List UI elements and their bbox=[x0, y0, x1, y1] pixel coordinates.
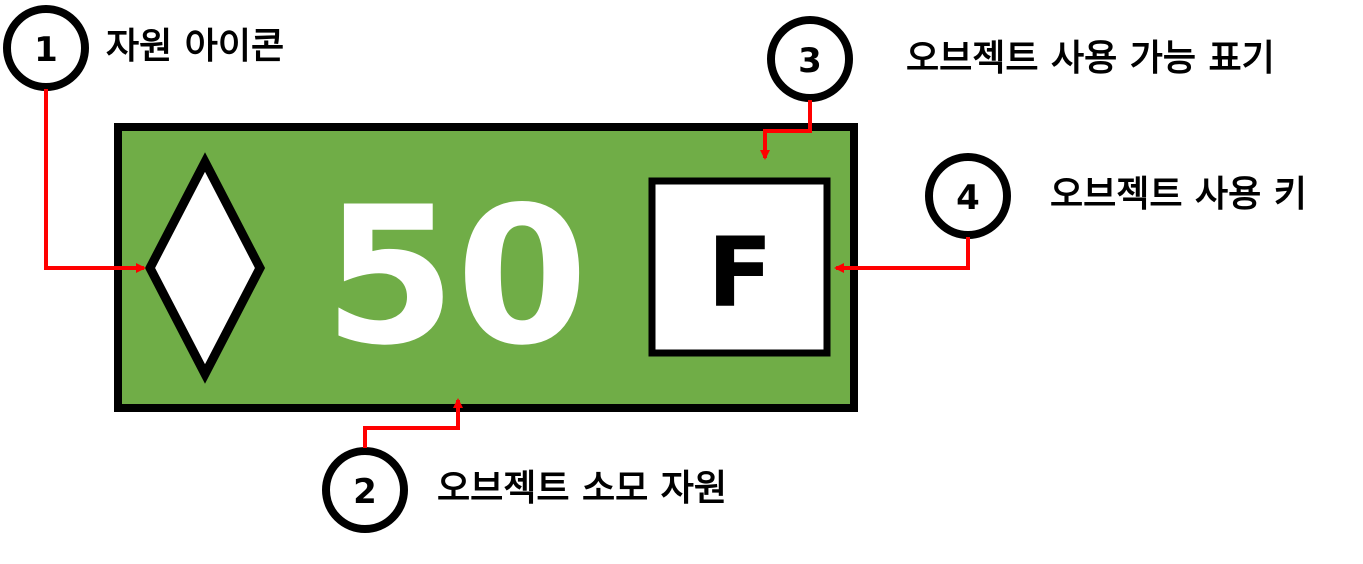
callout-1-label: 자원 아이콘 bbox=[106, 26, 285, 67]
use-key-box bbox=[648, 177, 831, 357]
callout-4-label: 오브젝트 사용 키 bbox=[1050, 174, 1307, 215]
resource-cost-value: 50 bbox=[324, 166, 588, 387]
use-key-letter: F bbox=[707, 217, 773, 329]
callout-4-circle bbox=[925, 153, 1011, 239]
callout-3-number: 3 bbox=[798, 41, 822, 81]
callout-2-arrow bbox=[363, 398, 463, 448]
callout-3-circle bbox=[767, 16, 853, 102]
callout-2-label: 오브젝트 소모 자원 bbox=[437, 468, 728, 509]
callout-1-number: 1 bbox=[34, 30, 58, 70]
callout-2-number: 2 bbox=[353, 472, 377, 512]
callout-3-arrow bbox=[760, 100, 812, 160]
callout-3-label: 오브젝트 사용 가능 표기 bbox=[906, 38, 1275, 79]
callout-4-arrow bbox=[834, 237, 970, 273]
callout-1-circle bbox=[3, 5, 89, 91]
diamond-icon bbox=[144, 152, 266, 384]
callout-1-arrow bbox=[44, 89, 146, 273]
callout-4-number: 4 bbox=[956, 178, 980, 218]
callout-2-circle bbox=[322, 447, 408, 533]
